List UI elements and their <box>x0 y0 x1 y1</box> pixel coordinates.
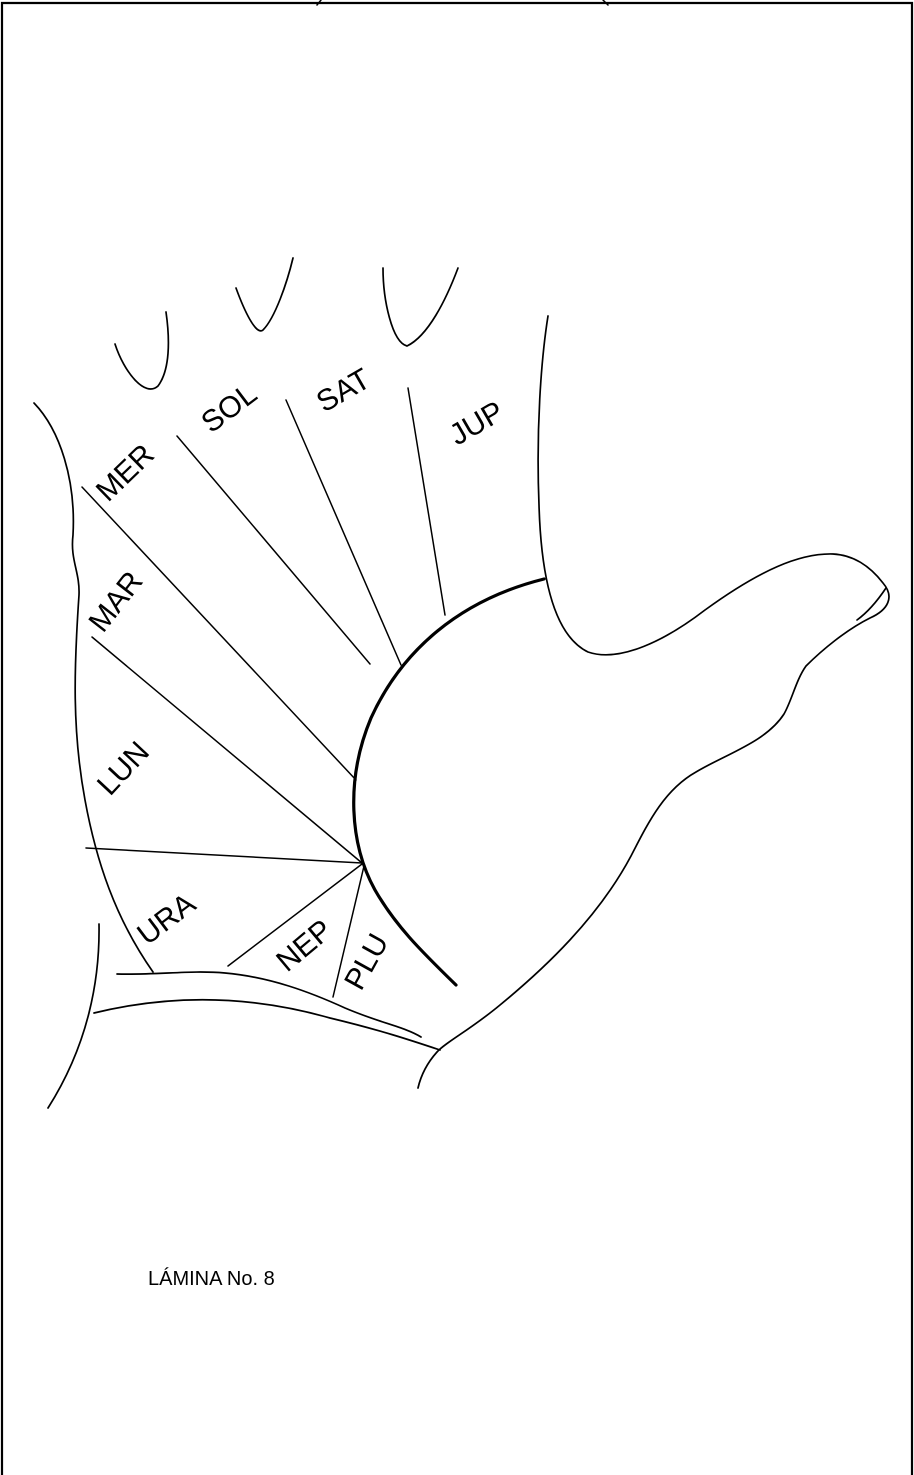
middle-finger-tip-arc <box>383 268 458 346</box>
thumbnail <box>857 588 886 620</box>
divider-lun-ura <box>86 848 362 863</box>
little-finger-tip-arc <box>115 312 168 389</box>
region-label-ura: URA <box>131 887 201 951</box>
wrist-crease-lower <box>94 1000 440 1050</box>
region-label-nep: NEP <box>270 913 338 978</box>
region-label-sat: SAT <box>311 362 376 419</box>
region-label-sol: SOL <box>195 377 263 439</box>
plate-frame <box>2 3 912 1475</box>
wrist-left-curve <box>48 924 99 1108</box>
divider-mer-mar <box>82 487 356 780</box>
life-line-arc <box>354 579 544 985</box>
region-label-lun: LUN <box>91 735 156 801</box>
region-label-jup: JUP <box>444 395 510 452</box>
divider-sat-jup <box>408 388 445 615</box>
ring-finger-tip-arc <box>236 258 293 331</box>
plate-caption: LÁMINA No. 8 <box>148 1267 275 1290</box>
divider-mer-sol <box>177 436 370 664</box>
divider-sol-sat <box>286 400 401 665</box>
region-label-mer: MER <box>90 438 161 508</box>
region-label-mar: MAR <box>83 565 150 638</box>
